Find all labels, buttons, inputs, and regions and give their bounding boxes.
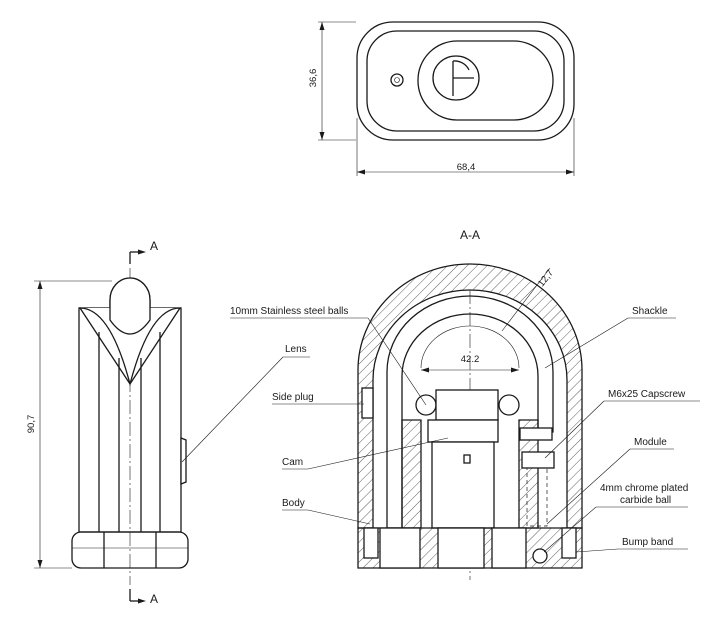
top-view-keyway-plate — [417, 40, 554, 121]
steel-balls-leader — [367, 317, 427, 406]
carbide-ball-leader — [543, 506, 597, 553]
bump-band-leader — [575, 548, 619, 553]
cam-top — [435, 389, 499, 421]
bump-band-label: Bump band — [622, 537, 673, 548]
cam-leader — [307, 437, 449, 470]
carbide-ball — [532, 548, 548, 564]
capscrew-leader — [544, 400, 605, 459]
top-view-width-dimension: 68,4 — [457, 162, 476, 173]
side-view-v-cut — [79, 307, 181, 386]
cam-label: Cam — [282, 457, 303, 468]
body-leader — [307, 509, 371, 525]
carbide-ball-label-line1: 4mm chrome plated — [600, 483, 688, 494]
top-view: 36,6 68,4 — [308, 21, 575, 176]
section-title: A-A — [460, 228, 480, 242]
shackle-leader — [544, 317, 629, 369]
carbide-ball-label-line2: carbide ball — [620, 495, 671, 506]
module-leader — [546, 448, 631, 525]
cam-body — [427, 419, 499, 443]
top-view-height-dimension: 36,6 — [308, 69, 319, 88]
section-view: A-A 42.2 12,7 — [230, 228, 700, 580]
top-view-lens-hole — [390, 73, 404, 87]
section-marker-bottom: A — [150, 592, 158, 606]
side-view-lens — [180, 437, 187, 485]
side-plug-label: Side plug — [272, 392, 314, 403]
module — [521, 451, 555, 469]
top-view-outer-body — [356, 21, 575, 141]
lens-leader — [181, 356, 284, 463]
side-plug — [361, 387, 374, 419]
side-view: A A 90,7 Lens — [26, 239, 310, 606]
top-view-inner-rim — [366, 30, 565, 132]
section-shackle — [386, 295, 554, 529]
steel-ball-right — [498, 394, 520, 416]
top-view-keyway-icon — [452, 60, 474, 96]
lens-label: Lens — [285, 344, 307, 355]
section-shackle-diameter: 12,7 — [536, 268, 556, 289]
capscrew-label: M6x25 Capscrew — [608, 389, 686, 400]
top-view-lock-cylinder — [432, 55, 480, 101]
section-inner-width-dimension: 42.2 — [461, 354, 480, 365]
side-view-height-dimension: 90,7 — [26, 415, 37, 434]
cam-lower — [431, 441, 495, 529]
side-view-bump-band — [71, 531, 189, 569]
module-label: Module — [634, 437, 667, 448]
steel-balls-label: 10mm Stainless steel balls — [230, 306, 348, 317]
bump-band — [561, 527, 577, 559]
shackle-label: Shackle — [632, 306, 668, 317]
body-label: Body — [282, 498, 305, 509]
section-marker-top: A — [150, 239, 158, 253]
capscrew-head — [519, 427, 553, 441]
